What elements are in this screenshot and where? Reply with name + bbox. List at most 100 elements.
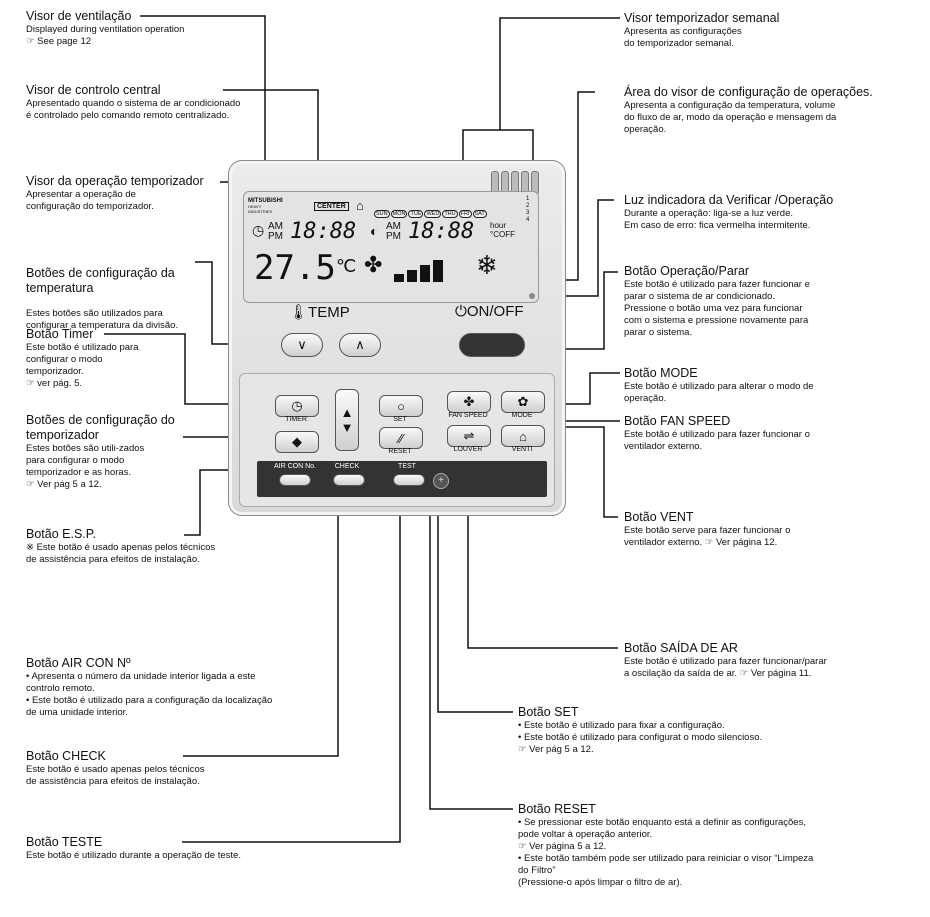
callout-desc: Apresenta as configurações do temporizad… <box>624 26 742 49</box>
clock-icon: ◷ <box>252 222 265 238</box>
esp-button[interactable]: ◆ <box>275 431 319 453</box>
fan-level-bars <box>394 256 464 282</box>
swing-icon: ❄ <box>476 250 498 280</box>
callout-desc: Este botão é utilizado para fazer funcio… <box>624 656 827 679</box>
week-4: 4 <box>526 217 530 223</box>
callout-desc: Estes botões são utili-zados para config… <box>26 443 145 490</box>
callout-botao-mode: Botão MODE Este botão é utilizado para a… <box>624 366 814 405</box>
timer-time-1: 18:88 <box>290 219 357 244</box>
callout-botao-operacao: Botão Operação/Parar Este botão é utiliz… <box>624 264 810 339</box>
callout-botao-esp: Botão E.S.P. ※ Este botão é usado apenas… <box>26 527 215 566</box>
off-label: °COFF <box>490 230 515 239</box>
callout-desc: Durante a operação: liga-se a luz verde.… <box>624 208 811 231</box>
day-fri: FRI <box>458 210 472 218</box>
callout-desc: • Este botão é utilizado para fixar a co… <box>518 720 763 755</box>
callout-botao-reset: Botão RESET • Se pressionar este botão e… <box>518 802 813 889</box>
callout-title: Visor da operação temporizador <box>26 174 204 188</box>
test-button[interactable] <box>393 474 425 486</box>
mode-label: MODE <box>511 412 533 419</box>
callout-title: Botão RESET <box>518 802 596 816</box>
temp-down-button[interactable]: ∨ <box>281 333 323 357</box>
callout-area-visor: Área do visor de configuração de operaçõ… <box>624 85 873 136</box>
screw-icon: + <box>433 473 449 489</box>
callout-botao-saida-ar: Botão SAÍDA DE AR Este botão é utilizado… <box>624 641 827 680</box>
callout-botao-vent: Botão VENT Este botão serve para fazer f… <box>624 510 790 549</box>
callout-desc: Apresentado quando o sistema de ar condi… <box>26 98 241 121</box>
callout-desc: • Apresenta o número da unidade interior… <box>26 671 273 718</box>
hour-off: hour°COFF <box>490 221 515 239</box>
reset-label: RESET <box>388 448 412 455</box>
day-tue: TUE <box>408 210 424 218</box>
pm-label: PM <box>386 231 401 242</box>
callout-desc: Apresentar a operação de configuração do… <box>26 189 154 212</box>
callout-botao-air-con: Botão AIR CON Nº • Apresenta o número da… <box>26 656 272 719</box>
callout-desc: Este botão é utilizado durante a operaçã… <box>26 850 241 861</box>
half-moon-icon: ◐ <box>370 223 379 239</box>
callout-desc: Displayed during ventilation operation ☞… <box>26 24 185 47</box>
week-3: 3 <box>526 210 530 216</box>
venti-button[interactable]: ⌂ <box>501 425 545 447</box>
brand-logo: MITSUBISHI HEAVY INDUSTRIES <box>248 198 286 214</box>
hour-label: hour <box>490 221 507 230</box>
callout-title: Botão FAN SPEED <box>624 414 731 428</box>
callout-title: Área do visor de configuração de operaçõ… <box>624 85 873 99</box>
ventilation-icon: ⌂ <box>356 198 364 213</box>
callout-desc: Este botão serve para fazer funcionar o … <box>624 525 791 548</box>
callout-visor-controlo-central: Visor de controlo central Apresentado qu… <box>26 83 240 122</box>
onoff-button[interactable] <box>459 333 525 357</box>
brand-name: MITSUBISHI <box>248 198 283 204</box>
fan-speed-label: FAN SPEED <box>448 412 488 419</box>
timer-updown-buttons[interactable]: ▲▼ <box>335 389 359 451</box>
callout-desc: Estes botões são utilizados para configu… <box>26 308 179 331</box>
celsius-icon: ℃ <box>336 256 357 276</box>
day-wed: WED <box>424 210 442 218</box>
mode-button[interactable]: ✿ <box>501 391 545 413</box>
callout-botao-fan-speed: Botão FAN SPEED Este botão é utilizado p… <box>624 414 810 453</box>
callout-title: Botões de configuração do temporizador <box>26 413 175 442</box>
callout-visor-ventilacao: Visor de ventilação Displayed during ven… <box>26 9 184 48</box>
callout-title: Visor temporizador semanal <box>624 11 780 25</box>
louver-button[interactable]: ⇌ <box>447 425 491 447</box>
callout-title: Botões de configuração da temperatura <box>26 266 175 295</box>
callout-desc: Este botão é utilizado para fazer funcio… <box>624 279 810 338</box>
set-label: SET <box>393 416 407 423</box>
callout-botao-check: Botão CHECK Este botão é usado apenas pe… <box>26 749 205 788</box>
fan-speed-button[interactable]: ✤ <box>447 391 491 413</box>
callout-luz-indicadora: Luz indicadora da Verificar /Operação Du… <box>624 193 833 232</box>
set-button[interactable]: ○ <box>379 395 423 417</box>
callout-title: Botão CHECK <box>26 749 106 763</box>
onoff-label: ⏻ON/OFF <box>455 303 524 320</box>
brand-subtitle: HEAVY INDUSTRIES <box>248 204 273 214</box>
callout-title: Botão Operação/Parar <box>624 264 750 278</box>
reset-button[interactable]: ⁄⁄ <box>379 427 423 449</box>
louver-label: LOUVER <box>453 446 483 453</box>
check-label: CHECK <box>334 463 360 470</box>
callout-botao-set: Botão SET • Este botão é utilizado para … <box>518 705 762 756</box>
check-button[interactable] <box>333 474 365 486</box>
aircon-button[interactable] <box>279 474 311 486</box>
timer-button[interactable]: ◷ <box>275 395 319 417</box>
week-1: 1 <box>526 196 530 202</box>
day-sat: SAT <box>472 210 487 218</box>
callout-title: Botão E.S.P. <box>26 527 96 541</box>
callout-title: Botão SAÍDA DE AR <box>624 641 738 655</box>
am-label: AM <box>268 221 283 232</box>
callout-botoes-temperatura: Botões de configuração da temperatura Es… <box>26 254 178 344</box>
am-label: AM <box>386 221 401 232</box>
callout-botoes-temporizador: Botões de configuração do temporizador E… <box>26 413 175 491</box>
callout-title: Visor de ventilação <box>26 9 132 23</box>
callout-desc: Este botão é utilizado para fazer funcio… <box>624 429 810 452</box>
callout-title: Botão VENT <box>624 510 694 524</box>
temp-label: 🌡TEMP <box>289 304 350 321</box>
temp-up-button[interactable]: ∧ <box>339 333 381 357</box>
callout-botao-teste: Botão TESTE Este botão é utilizado duran… <box>26 835 241 862</box>
day-mon: MON <box>390 210 408 218</box>
onoff-label-text: ON/OFF <box>466 303 524 320</box>
timer-time-2: 18:88 <box>408 219 475 244</box>
callout-desc: Este botão é utilizado para alterar o mo… <box>624 381 814 404</box>
week-2: 2 <box>526 203 530 209</box>
callout-title: Botão SET <box>518 705 579 719</box>
